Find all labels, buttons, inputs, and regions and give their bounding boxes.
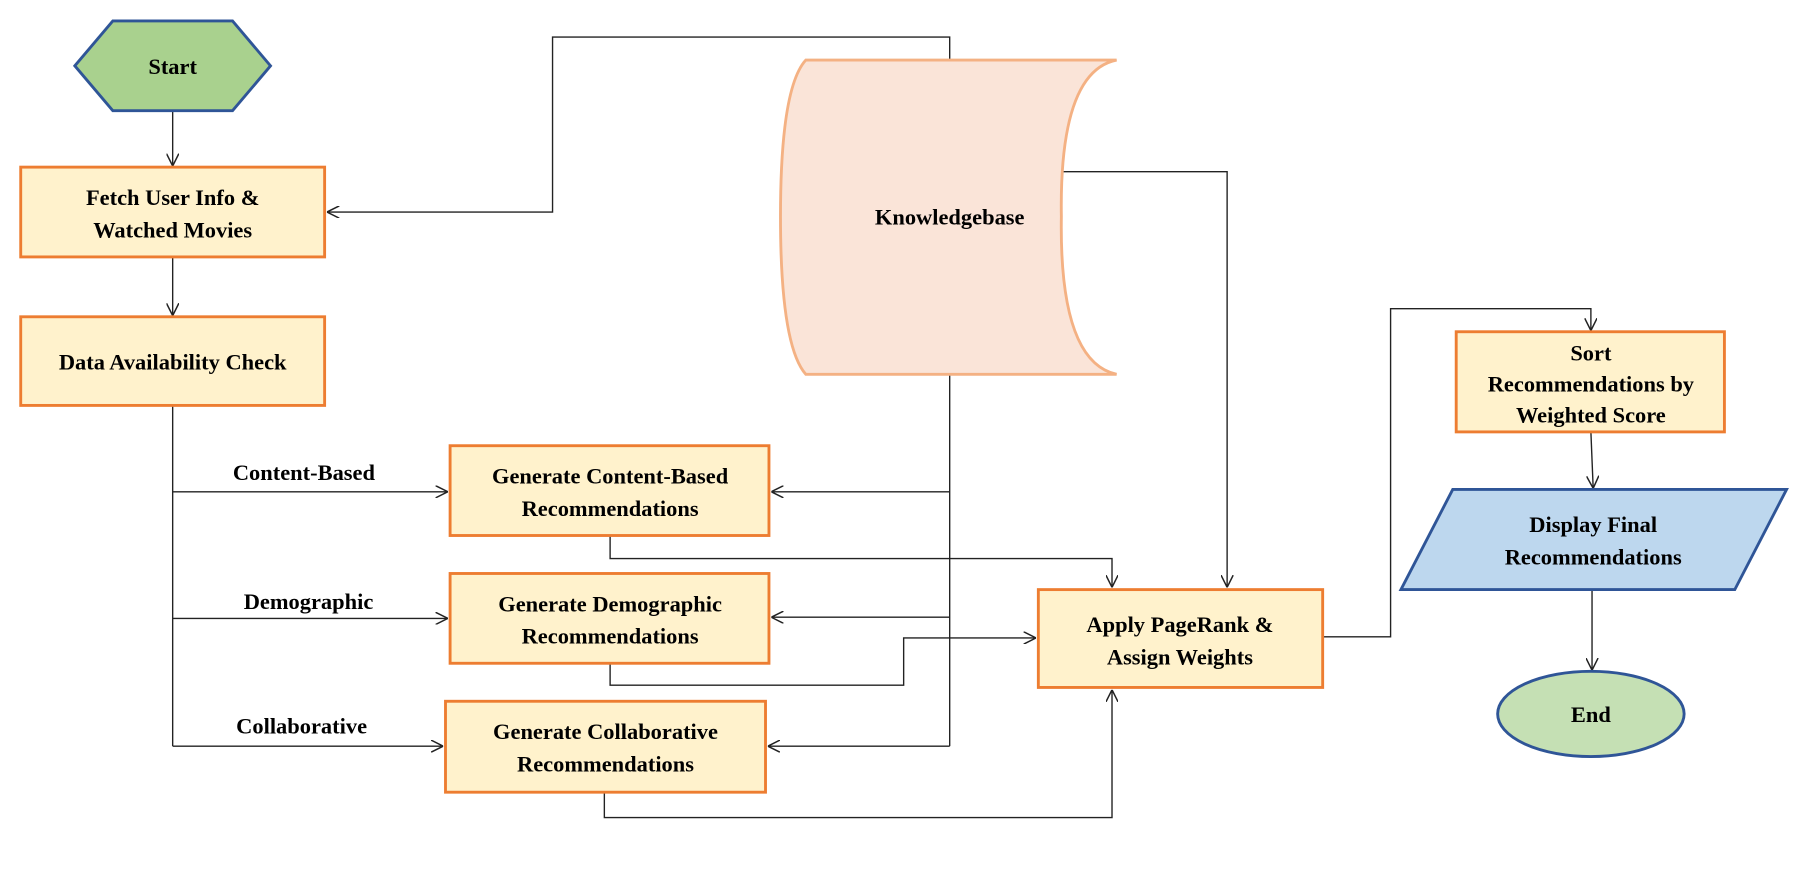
connectors — [173, 36, 1594, 819]
end-label: End — [1571, 702, 1611, 727]
edge-kb-pagerank — [1061, 171, 1227, 588]
demographic-label-line1: Generate Demographic — [498, 591, 722, 616]
edge-kb-fetch — [326, 36, 951, 212]
edge-pagerank-sort — [1322, 308, 1591, 638]
fetch-user-info-node: Fetch User Info & Watched Movies — [19, 165, 327, 259]
sort-label-line1: Sort — [1570, 341, 1612, 366]
content-label-line1: Generate Content-Based — [492, 464, 729, 489]
edge-sort-display — [1591, 431, 1593, 488]
collaborative-label-line2: Recommendations — [517, 751, 694, 776]
sort-label-line2: Recommendations by — [1488, 372, 1694, 397]
sort-node: Sort Recommendations by Weighted Score — [1454, 330, 1726, 434]
end-node: End — [1496, 669, 1686, 758]
content-label-line2: Recommendations — [522, 496, 699, 521]
check-label: Data Availability Check — [59, 350, 287, 375]
knowledgebase-node: Knowledgebase — [779, 58, 1117, 376]
pagerank-label-line1: Apply PageRank & — [1086, 612, 1273, 637]
fetch-label-line2: Watched Movies — [93, 217, 252, 242]
demographic-label-line2: Recommendations — [522, 624, 699, 649]
display-label-line2: Recommendations — [1505, 544, 1682, 569]
sort-label-line3: Weighted Score — [1516, 403, 1666, 428]
pagerank-node: Apply PageRank & Assign Weights — [1036, 588, 1325, 689]
knowledgebase-label: Knowledgebase — [875, 205, 1025, 230]
display-node: Display Final Recommendations — [1398, 488, 1789, 592]
content-based-node: Generate Content-Based Recommendations — [448, 444, 771, 537]
collaborative-label-line1: Generate Collaborative — [493, 719, 718, 744]
collaborative-node: Generate Collaborative Recommendations — [444, 699, 767, 794]
edge-collaborative-pagerank — [603, 689, 1112, 819]
label-content-based: Content-Based — [233, 460, 376, 485]
edge-content-pagerank — [609, 535, 1112, 588]
fetch-label-line1: Fetch User Info & — [86, 185, 259, 210]
start-node: Start — [72, 19, 273, 113]
label-collaborative: Collaborative — [236, 713, 367, 738]
pagerank-label-line2: Assign Weights — [1107, 644, 1253, 669]
display-label-line1: Display Final — [1529, 512, 1657, 537]
data-availability-check-node: Data Availability Check — [19, 315, 327, 407]
edge-demographic-pagerank — [609, 638, 1037, 686]
start-label: Start — [148, 54, 197, 79]
label-demographic: Demographic — [244, 589, 374, 614]
demographic-node: Generate Demographic Recommendations — [448, 572, 771, 665]
